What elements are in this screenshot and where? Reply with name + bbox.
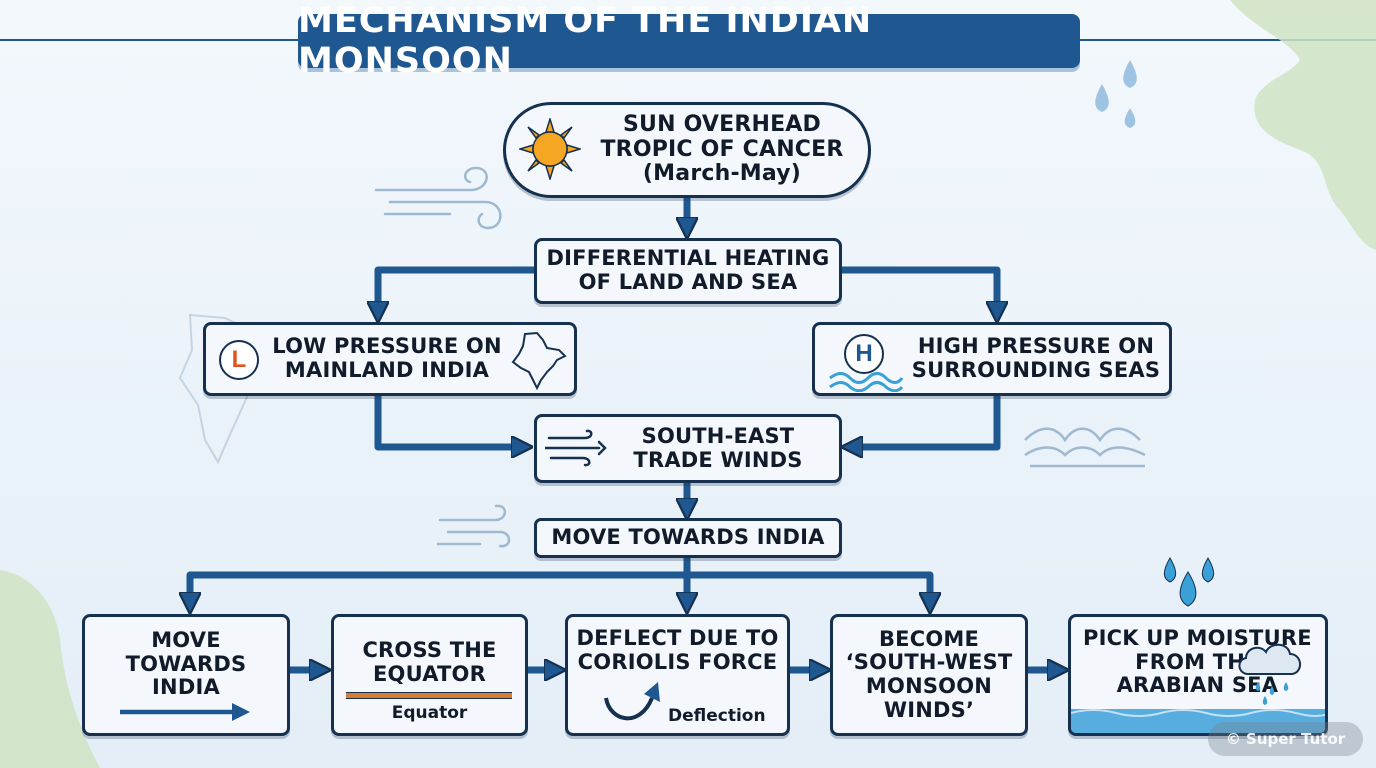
rain-cloud-icon	[1238, 643, 1301, 705]
arrow-toward-split-left	[190, 558, 691, 603]
step-south-west-monsoon-text: BECOME ‘SOUTH-WEST MONSOON WINDS’	[845, 626, 1013, 722]
wind-icon	[545, 429, 607, 467]
raindrops-large-decoration	[1163, 557, 1215, 607]
right-arrow-icon	[120, 703, 250, 721]
node-differential-heating-text: DIFFERENTIAL HEATING OF LAND AND SEA	[546, 246, 830, 294]
sun-icon	[519, 118, 581, 180]
step-move-towards-india: MOVE TOWARDS INDIA	[82, 614, 290, 736]
equator-label: Equator	[391, 703, 468, 723]
node-differential-heating: DIFFERENTIAL HEATING OF LAND AND SEA	[534, 238, 842, 304]
arrow-heating-to-high	[842, 266, 997, 312]
curved-arrow-icon	[604, 682, 660, 721]
arrow-high-to-trade	[852, 396, 1001, 447]
step-deflect-coriolis-text: DEFLECT DUE TO CORIOLIS FORCE	[576, 626, 779, 674]
sea-waves-decoration	[1024, 427, 1146, 468]
high-pressure-badge: H	[844, 334, 884, 374]
node-move-towards-india-text: MOVE TOWARDS INDIA	[551, 525, 825, 550]
high-pressure-letter: H	[855, 340, 873, 367]
arrow-heating-to-low	[378, 266, 535, 312]
node-move-towards-india: MOVE TOWARDS INDIA	[534, 518, 842, 558]
step-pick-up-moisture-text: PICK UP MOISTURE FROM THE ARABIAN SEA	[1083, 626, 1312, 698]
deflection-label: Deflection	[668, 706, 766, 726]
wind-lines-decoration	[374, 166, 511, 548]
node-trade-winds-text: SOUTH-EAST TRADE WINDS	[633, 423, 803, 472]
step-cross-equator: CROSS THE EQUATOR	[331, 614, 528, 736]
step-south-west-monsoon: BECOME ‘SOUTH-WEST MONSOON WINDS’	[830, 614, 1028, 736]
waves-icon	[829, 372, 904, 392]
title-banner: MECHANISM OF THE INDIAN MONSOON	[298, 1, 1080, 81]
watermark-badge: © Super Tutor	[1208, 722, 1363, 756]
land-bottom-left-decoration	[0, 570, 100, 768]
raindrops-decoration	[1095, 60, 1137, 128]
low-pressure-letter: L	[231, 346, 247, 373]
step-pick-up-moisture: PICK UP MOISTURE FROM THE ARABIAN SEA	[1068, 614, 1328, 736]
india-map-icon	[511, 331, 567, 391]
step-move-towards-india-text: MOVE TOWARDS INDIA	[125, 628, 247, 700]
land-top-right-decoration	[1230, 0, 1376, 250]
node-low-pressure-text: LOW PRESSURE ON MAINLAND INDIA	[272, 334, 502, 382]
node-high-pressure-text: HIGH PRESSURE ON SURROUNDING SEAS	[911, 334, 1161, 382]
arrow-low-to-trade	[374, 396, 522, 447]
watermark-text: © Super Tutor	[1225, 730, 1346, 748]
step-deflect-coriolis: DEFLECT DUE TO CORIOLIS FORCE	[565, 614, 790, 736]
equator-line-icon	[346, 692, 512, 699]
node-sun-overhead-text: SUN OVERHEAD TROPIC OF CANCER (March-May…	[600, 112, 844, 187]
low-pressure-badge: L	[219, 340, 259, 380]
arrow-toward-split-right	[687, 571, 930, 603]
sea-water-icon	[1071, 709, 1325, 733]
step-cross-equator-text: CROSS THE EQUATOR	[362, 638, 497, 686]
connector-arrows	[190, 198, 1058, 670]
page-title: MECHANISM OF THE INDIAN MONSOON	[298, 1, 873, 81]
